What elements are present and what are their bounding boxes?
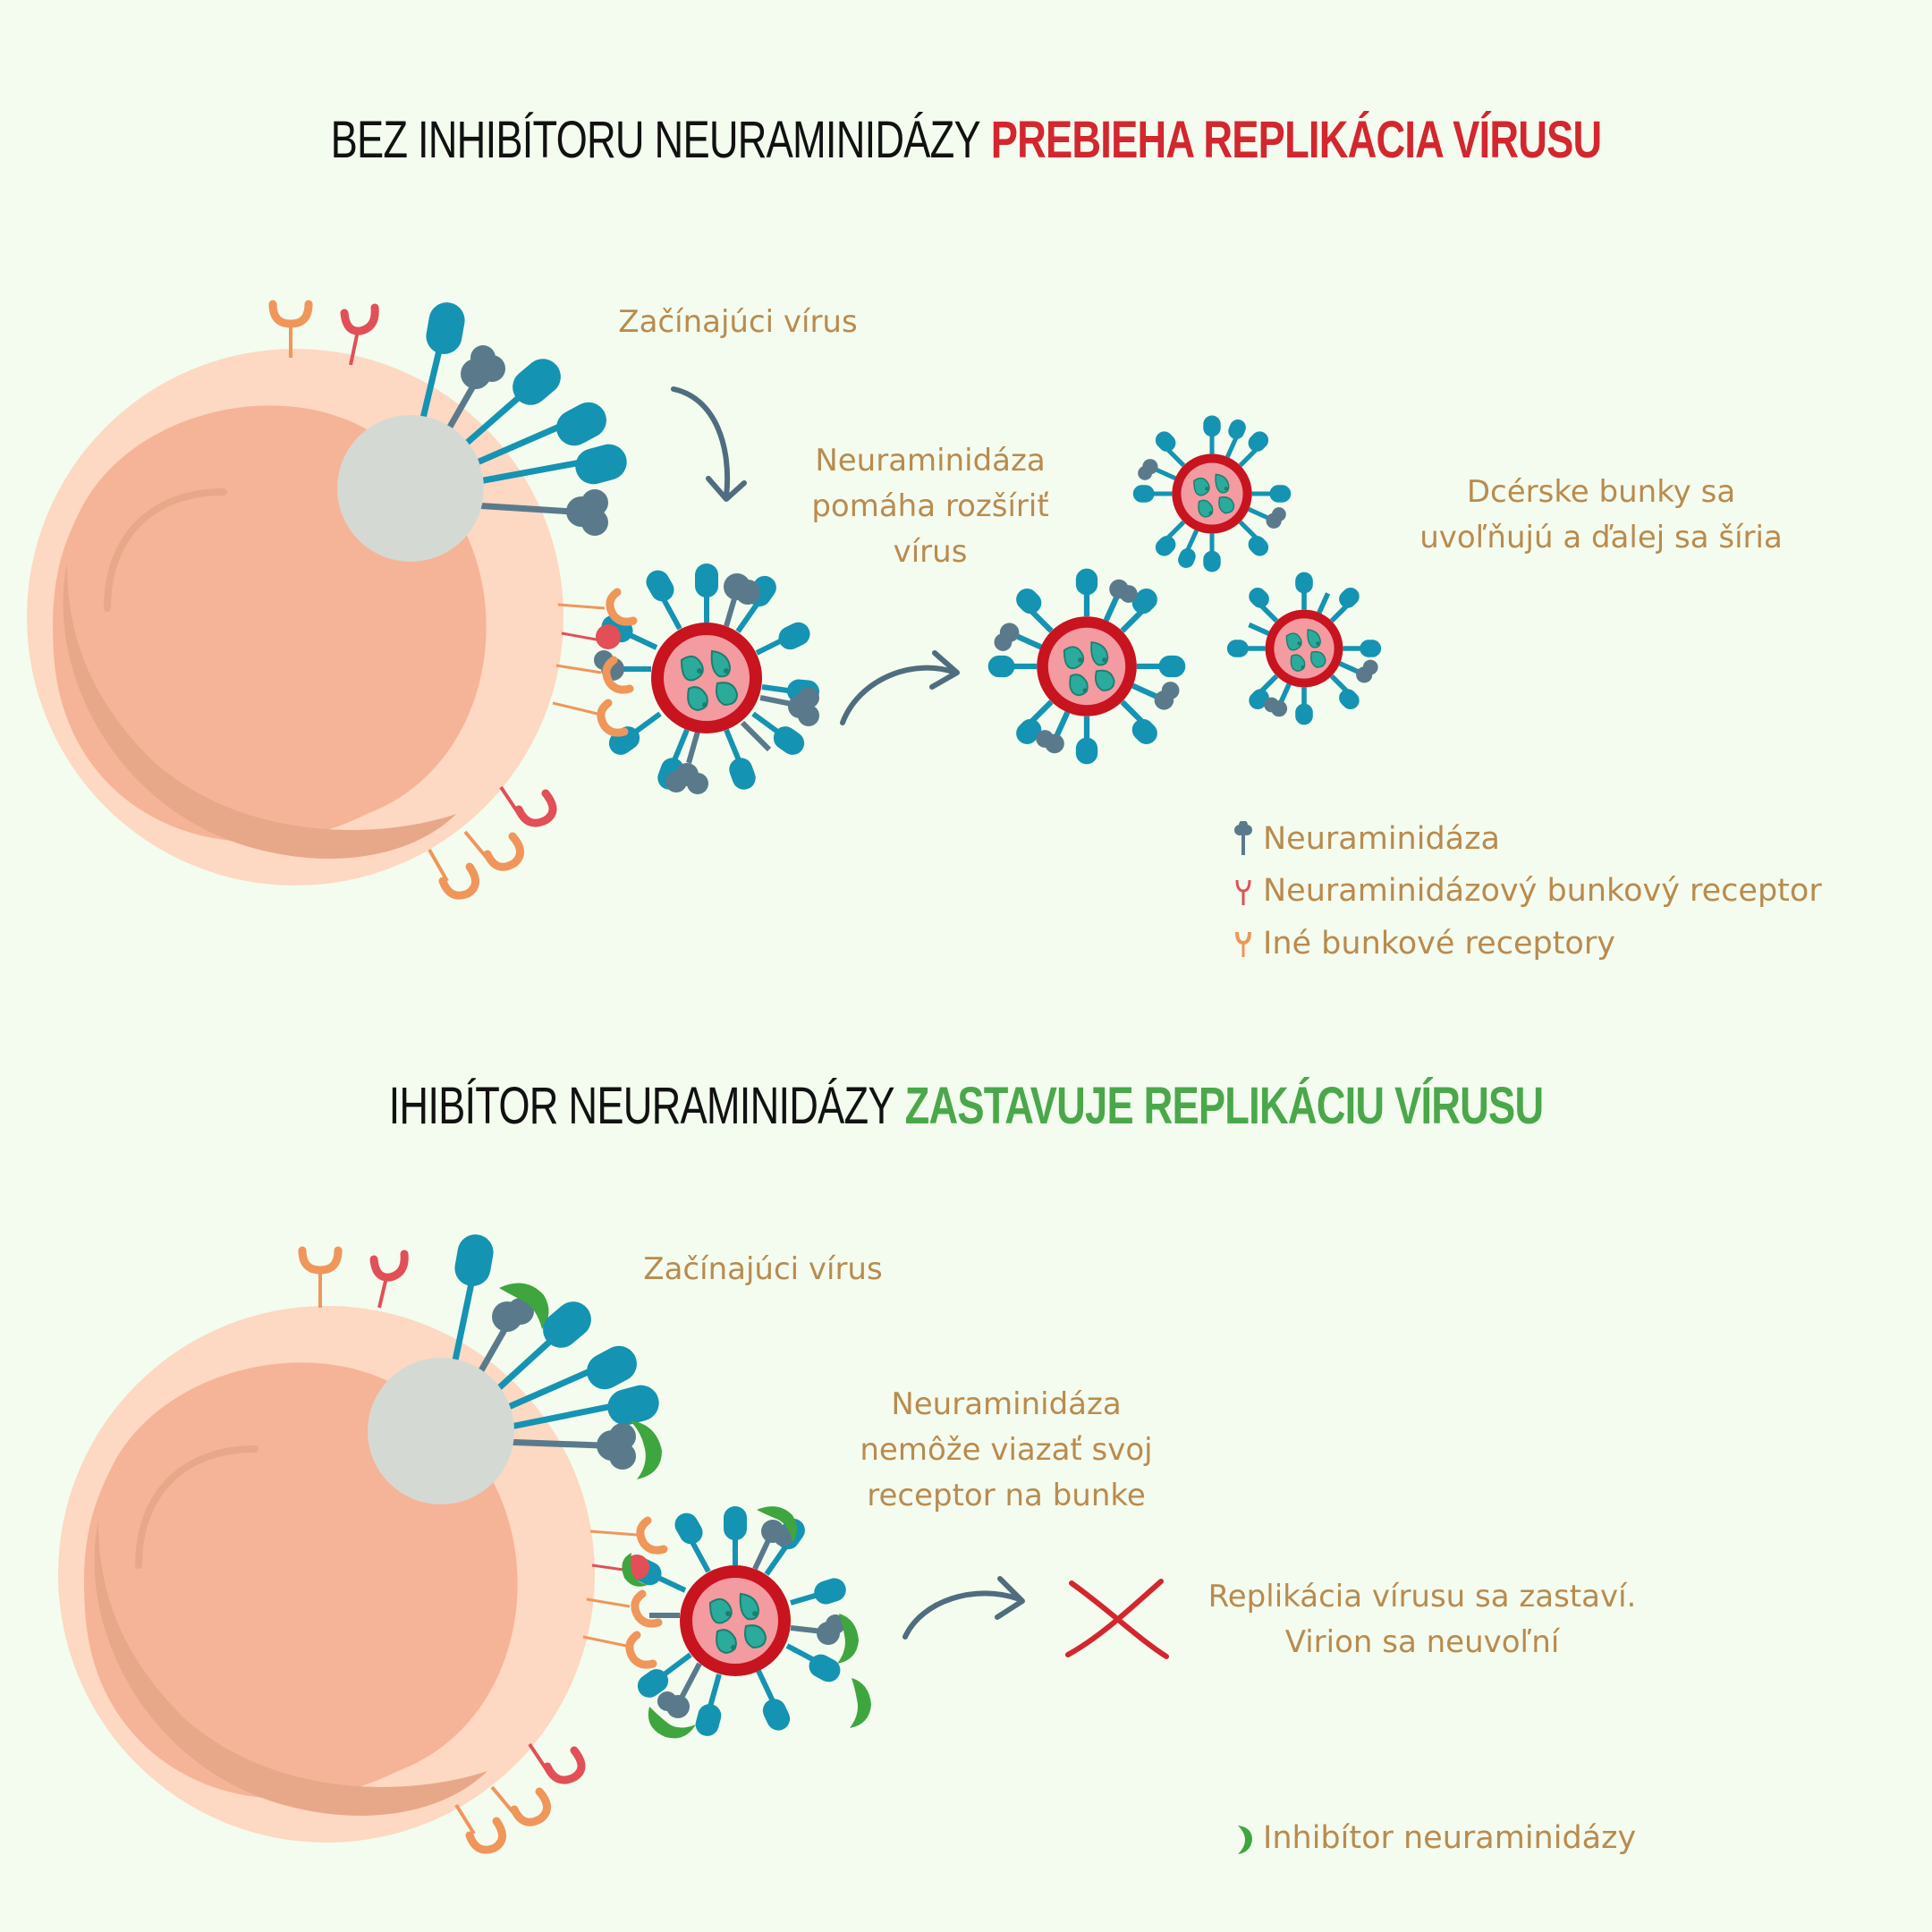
label-spread-line-2: pomáha rozšíriť (811, 488, 1049, 524)
title-top-prefix: BEZ INHIBÍTORU NEURAMINIDÁZY (330, 111, 981, 169)
cell-receptors-bottom (298, 1246, 586, 1854)
title-bottom-highlight: ZASTAVUJE REPLIKÁCIU VÍRUSU (904, 1077, 1545, 1135)
label-daughter: Dcérske bunky sa uvoľňujú a ďalej sa šír… (1377, 470, 1825, 561)
label-stopped-line-1: Replikácia vírusu sa zastaví. (1208, 1579, 1637, 1614)
title-bottom-prefix: IHIBÍTOR NEURAMINIDÁZY (388, 1077, 895, 1135)
neuraminidase-icon (1233, 820, 1254, 857)
label-starting-virus-top: Začínajúci vírus (590, 300, 886, 345)
label-blocked: Neuraminidáza nemôže viazať svoj recepto… (823, 1382, 1190, 1519)
legend-neuraminidase-label: Neuraminidáza (1263, 821, 1500, 857)
daughter-virion-2 (987, 568, 1186, 765)
contact-receptors-bottom (582, 1516, 668, 1669)
arrow-right-top (840, 650, 960, 725)
label-stopped-line-2: Virion sa neuvoľní (1284, 1624, 1560, 1660)
title-top-highlight: PREBIEHA REPLIKÁCIA VÍRUSU (990, 111, 1602, 169)
label-daughter-line-2: uvoľňujú a ďalej sa šíria (1419, 520, 1783, 555)
neuraminidase-receptor-icon (1233, 875, 1254, 911)
label-starting-virus-top-text: Začínajúci vírus (618, 304, 858, 340)
label-daughter-line-1: Dcérske bunky sa (1466, 474, 1736, 510)
label-starting-virus-bottom: Začínajúci vírus (615, 1247, 911, 1292)
cell-receptors-top (268, 300, 557, 900)
legend-neuraminidase-receptor-label: Neuraminidázový bunkový receptor (1263, 873, 1822, 909)
attached-virion-bottom (630, 1506, 871, 1739)
legend-inhibitor-label: Inhibítor neuraminidázy (1263, 1820, 1637, 1856)
label-blocked-line-2: nemôže viazať svoj (860, 1432, 1153, 1468)
arrow-down-top (671, 386, 747, 502)
label-spread: Neuraminidáza pomáha rozšíriť vírus (769, 438, 1091, 575)
cross-icon (1065, 1579, 1169, 1659)
starting-virus-top (337, 302, 627, 562)
other-receptor-icon (1233, 927, 1254, 962)
legend-other-receptor-label: Iné bunkové receptory (1263, 926, 1615, 962)
daughter-virion-1 (1132, 415, 1292, 572)
label-starting-virus-bottom-text: Začínajúci vírus (643, 1251, 883, 1287)
inhibitor-icon (1233, 1820, 1254, 1856)
label-blocked-line-1: Neuraminidáza (891, 1386, 1122, 1422)
cell-bottom (58, 1306, 595, 1843)
contact-receptors-top (552, 588, 638, 737)
label-stopped: Replikácia vírusu sa zastaví. Virion sa … (1172, 1574, 1673, 1665)
label-spread-line-1: Neuraminidáza (815, 443, 1046, 479)
title-bottom: IHIBÍTOR NEURAMINIDÁZY ZASTAVUJE REPLIKÁ… (213, 1080, 1720, 1132)
attached-virion-top (594, 564, 819, 794)
starting-virus-bottom (368, 1234, 662, 1504)
label-spread-line-3: vírus (893, 534, 968, 570)
title-top: BEZ INHIBÍTORU NEURAMINIDÁZY PREBIEHA RE… (213, 114, 1720, 166)
daughter-virion-3 (1226, 572, 1382, 725)
label-blocked-line-3: receptor na bunke (867, 1478, 1146, 1513)
arrow-right-bottom (902, 1576, 1025, 1640)
